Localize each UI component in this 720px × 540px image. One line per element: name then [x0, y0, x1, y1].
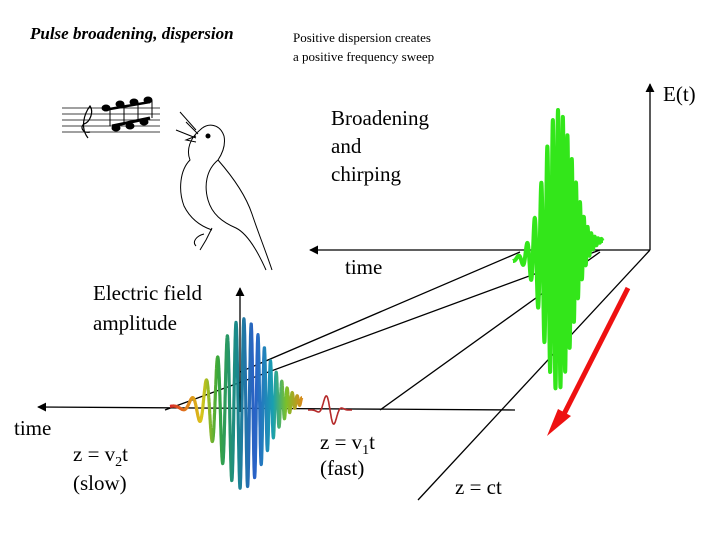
et-axis-label: E(t) — [663, 82, 696, 106]
field-amplitude-label: Electric field amplitude — [93, 278, 202, 338]
caption-line-2: a positive frequency sweep — [293, 49, 435, 64]
caption-line-1: Positive dispersion creates — [293, 30, 431, 45]
dispersed-pulse-waveform — [168, 317, 304, 490]
bird-body — [180, 124, 273, 271]
slide-title: Pulse broadening, dispersion — [30, 24, 234, 43]
song-lines — [175, 111, 199, 139]
fast-label: (fast) — [320, 456, 365, 480]
z-v2-main: z = v — [73, 442, 116, 466]
slow-label: (slow) — [73, 471, 127, 495]
time-label-top: time — [345, 255, 383, 279]
z-v1-label: z = v1t — [320, 428, 375, 465]
undispersed-pulse-waveform — [307, 395, 353, 425]
z-v1-rest: t — [369, 430, 376, 454]
projection-line-2 — [239, 251, 521, 373]
z-v2-rest: t — [122, 442, 129, 466]
z-v1-main: z = v — [320, 430, 363, 454]
broadening-line-2: and — [331, 134, 362, 158]
propagation-arrow — [547, 286, 631, 436]
z-v1-sub: 1 — [362, 443, 370, 459]
time-label-left: time — [14, 416, 52, 440]
broadening-label: Broadening and chirping — [331, 104, 429, 188]
field-line-1: Electric field — [93, 281, 203, 305]
dispersion-caption: Positive dispersion creates a positive f… — [293, 28, 434, 66]
z-v2-label: z = v2t — [73, 440, 128, 477]
music-staff — [62, 104, 160, 139]
z-ct-label: z = ct — [455, 475, 502, 499]
broadening-line-1: Broadening — [331, 106, 429, 130]
chirped-pulse-waveform — [511, 108, 605, 391]
bird-singing-illustration — [62, 96, 273, 271]
z-v2-sub: 2 — [115, 455, 123, 471]
field-line-2: amplitude — [93, 311, 177, 335]
z-ct-line — [417, 249, 651, 501]
music-notes — [101, 96, 153, 132]
broadening-line-3: chirping — [331, 162, 401, 186]
